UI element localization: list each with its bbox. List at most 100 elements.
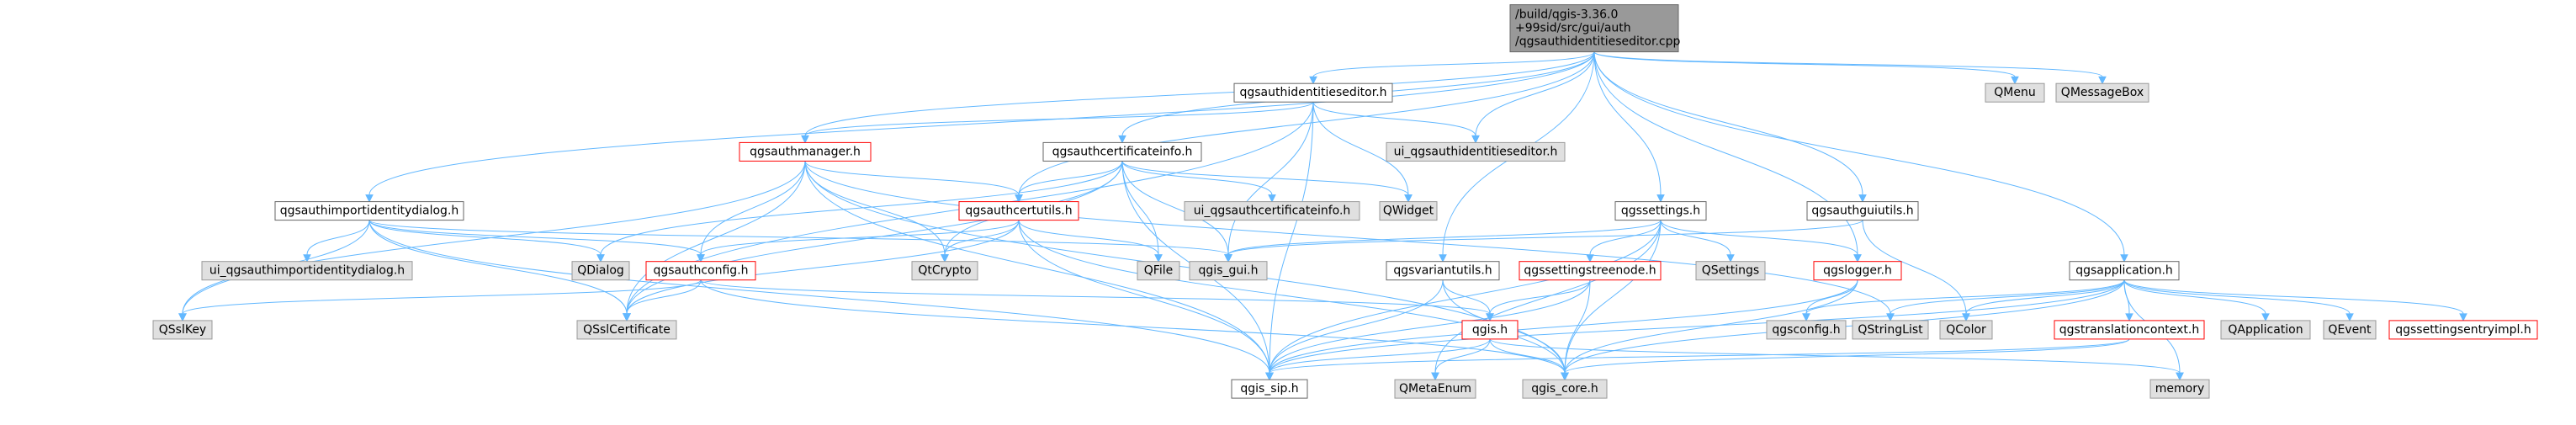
node-box bbox=[152, 320, 213, 340]
node-qsettings: QSettings bbox=[1695, 261, 1766, 281]
edge-arrowhead bbox=[941, 254, 949, 263]
edge-root-to-qgsauthmanager_h bbox=[801, 51, 1595, 144]
node-qgssettings-h[interactable]: qgssettings.h bbox=[1614, 201, 1707, 221]
node-box bbox=[1386, 141, 1566, 162]
edge-line bbox=[2123, 279, 2266, 315]
node-box bbox=[1522, 379, 1608, 399]
edge-line bbox=[1564, 279, 1858, 374]
edge-root-to-qmessagebox bbox=[1593, 51, 2107, 85]
edge-arrowhead bbox=[1471, 135, 1480, 144]
node-qgis-sip-h[interactable]: qgis_sip.h bbox=[1231, 379, 1308, 399]
node-qfile: QFile bbox=[1137, 261, 1180, 281]
edge-line bbox=[804, 161, 1566, 374]
node-qwidget: QWidget bbox=[1379, 201, 1438, 221]
node-ui-qgsauthcertificateinfo-h: ui_qgsauthcertificateinfo.h bbox=[1184, 201, 1360, 221]
node-label: qgstranslationcontext.h bbox=[2059, 323, 2199, 337]
node-label: qgslogger.h bbox=[1823, 264, 1892, 278]
edge-line bbox=[1489, 279, 1591, 315]
edge-qgsauthcertutils_h-to-qgsauthconfig_h bbox=[697, 220, 1020, 263]
edge-arrowhead bbox=[1309, 76, 1317, 85]
node-box bbox=[2220, 320, 2311, 340]
node-qsslcertificate: QSslCertificate bbox=[576, 320, 677, 340]
edge-line bbox=[804, 161, 1020, 195]
edge-arrowhead bbox=[2345, 313, 2354, 322]
edge-line bbox=[1269, 338, 1491, 374]
node-qgsauthcertutils-h[interactable]: qgsauthcertutils.h bbox=[958, 201, 1079, 221]
node-label: QApplication bbox=[2228, 323, 2303, 337]
edge-qgsauthmanager_h-to-qgsauthcertutils_h bbox=[804, 161, 1023, 203]
edge-arrowhead bbox=[1561, 372, 1569, 381]
edge-arrowhead bbox=[365, 194, 374, 203]
edge-arrowhead bbox=[303, 254, 311, 263]
node-label: qgsapplication.h bbox=[2075, 264, 2173, 278]
edge-line bbox=[1434, 220, 1662, 374]
node-label: QMetaEnum bbox=[1399, 382, 1471, 396]
edge-line bbox=[1890, 279, 2125, 315]
node-label: qgsauthmanager.h bbox=[750, 145, 861, 158]
edge-arrowhead bbox=[1656, 194, 1665, 203]
node-qgsauthidentitieseditor-h[interactable]: qgsauthidentitieseditor.h bbox=[1233, 82, 1393, 103]
edge-line bbox=[1442, 279, 1491, 314]
edge-line bbox=[1121, 161, 1273, 195]
node-box bbox=[576, 320, 677, 340]
edge-line bbox=[1121, 161, 1409, 195]
edge-arrowhead bbox=[1431, 372, 1439, 381]
edge-line bbox=[1660, 220, 1731, 255]
edge-line bbox=[626, 220, 1020, 314]
edge-qgsauthimportidentitydialog_h-to-ui_qgsauthimportidentitydialog_h bbox=[303, 220, 370, 263]
edge-line bbox=[944, 220, 1020, 255]
node-qgstranslationcontext-h[interactable]: qgstranslationcontext.h bbox=[2054, 320, 2205, 340]
node-qgsvariantutils-h[interactable]: qgsvariantutils.h bbox=[1386, 261, 1500, 281]
node-qgsauthimportidentitydialog-h[interactable]: qgsauthimportidentitydialog.h bbox=[274, 201, 464, 221]
node-qgslogger-h[interactable]: qgslogger.h bbox=[1813, 261, 1902, 281]
edge-arrowhead bbox=[596, 254, 605, 263]
edge-qgsauthcertutils_h-to-qfile bbox=[1018, 220, 1163, 263]
edge-line bbox=[1312, 102, 1409, 195]
edge-qgsauthidentitieseditor_h-to-qgsauthmanager_h bbox=[801, 101, 1314, 144]
edge-qgsauthmanager_h-to-qsslkey bbox=[178, 161, 806, 322]
node-box bbox=[2323, 320, 2377, 340]
node-box bbox=[1386, 261, 1500, 281]
edge-qgssettingstreenode_h-to-qgis_core_h bbox=[1561, 279, 1591, 381]
node-qgsauthconfig-h[interactable]: qgsauthconfig.h bbox=[645, 261, 756, 281]
edge-qgsauthmanager_h-to-qsslcertificate bbox=[623, 161, 806, 322]
node-qcolor: QColor bbox=[1939, 320, 1993, 340]
node-qgssettingsentryimpl-h[interactable]: qgssettingsentryimpl.h bbox=[2388, 320, 2538, 340]
edge-arrowhead bbox=[1154, 254, 1163, 263]
node-qgis-gui-h: qgis_gui.h bbox=[1189, 261, 1268, 281]
nodes-layer: /build/qgis-3.36.0+99sid/src/gui/auth/qg… bbox=[152, 4, 2538, 399]
edge-qgsauthmanager_h-to-qgsauthconfig_h bbox=[697, 161, 806, 263]
edge-line bbox=[1018, 161, 1123, 195]
node-box bbox=[1614, 201, 1707, 221]
node-root[interactable]: /build/qgis-3.36.0+99sid/src/gui/auth/qg… bbox=[1509, 4, 1680, 53]
edge-line bbox=[2123, 279, 2464, 315]
edge-arrowhead bbox=[1265, 372, 1274, 381]
node-label: qgis_gui.h bbox=[1199, 264, 1259, 278]
node-label: /qgsauthidentitieseditor.cpp bbox=[1515, 35, 1680, 49]
edge-qgslogger_h-to-qgsconfig_h bbox=[1802, 279, 1858, 322]
edge-qgsauthidentitieseditor_h-to-ui_qgsauthidentitieseditor_h bbox=[1312, 102, 1480, 144]
edge-qgsauthcertificateinfo_h-to-qwidget bbox=[1121, 161, 1413, 203]
node-qgsauthmanager-h[interactable]: qgsauthmanager.h bbox=[739, 141, 872, 162]
node-qgsapplication-h[interactable]: qgsapplication.h bbox=[2069, 261, 2180, 281]
edge-qgsauthcertificateinfo_h-to-qsslcertificate bbox=[623, 161, 1123, 322]
edge-line bbox=[182, 161, 806, 314]
edge-root-to-qgsapplication_h bbox=[1593, 51, 2128, 263]
node-box bbox=[274, 201, 464, 221]
edge-line bbox=[1489, 338, 1566, 374]
node-qgsauthcertificateinfo-h[interactable]: qgsauthcertificateinfo.h bbox=[1042, 141, 1202, 162]
edge-line bbox=[1227, 220, 1863, 256]
node-label: qgis_core.h bbox=[1531, 382, 1598, 396]
edge-arrowhead bbox=[1015, 194, 1023, 203]
edge-arrowhead bbox=[2098, 76, 2107, 85]
edge-qgsapplication_h-to-qgssettingsentryimpl_h bbox=[2123, 279, 2467, 322]
edge-qgssettings_h-to-qgslogger_h bbox=[1660, 220, 1862, 263]
node-qgsauthguiutils-h[interactable]: qgsauthguiutils.h bbox=[1806, 201, 1919, 221]
edge-qgsauthcertutils_h-to-qtcrypto bbox=[941, 220, 1020, 263]
node-box bbox=[1042, 141, 1202, 162]
edge-line bbox=[368, 220, 602, 255]
edge-line bbox=[2123, 279, 2351, 315]
node-qgssettingstreenode-h[interactable]: qgssettingstreenode.h bbox=[1519, 261, 1662, 281]
node-qgsconfig-h: qgsconfig.h bbox=[1766, 320, 1847, 340]
node-qgis-h[interactable]: qgis.h bbox=[1461, 320, 1519, 340]
